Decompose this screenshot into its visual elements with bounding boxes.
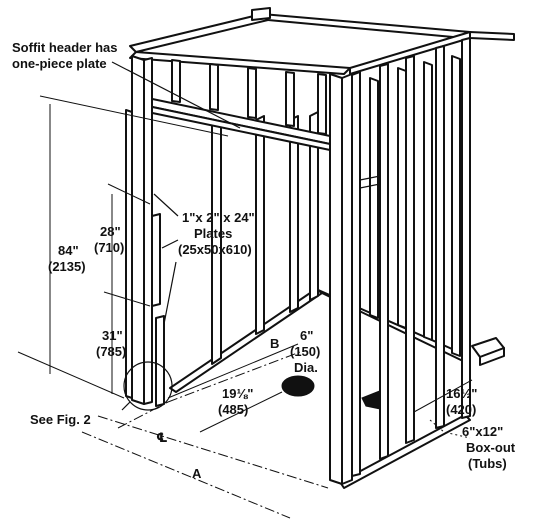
soffit-label-1: Soffit header has (12, 40, 117, 55)
boxout-label-2: Box-out (466, 440, 516, 455)
dim-16-mm-label: (420) (446, 402, 476, 417)
dim-19-mm-label: (485) (218, 402, 248, 417)
soffit-header (137, 59, 331, 151)
dim-31-mm-label: (785) (96, 344, 126, 359)
dim-16-label: 16½" (446, 386, 477, 401)
dim-a-label: A (192, 466, 202, 481)
left-corner-post (125, 55, 165, 407)
back-left-wall (211, 111, 319, 365)
plates-label-1: 1"x 2" x 24" (182, 210, 255, 225)
dim-19-label: 19⅛" (222, 386, 253, 401)
centerline-label: ℄ (156, 430, 168, 445)
dimension-lines (17, 95, 473, 519)
back-right-wall (369, 55, 461, 357)
dim-b-label: B (270, 336, 279, 351)
boxout-label-3: (Tubs) (468, 456, 507, 471)
front-right-wall (351, 37, 471, 477)
front-right-post (329, 73, 353, 485)
dim-31-label: 31" (102, 328, 123, 343)
fig2-circle (123, 361, 173, 411)
dim-84-label: 84" (58, 243, 79, 258)
soffit-label-2: one-piece plate (12, 56, 107, 71)
dim-28-mm-label: (710) (94, 240, 124, 255)
labels: Soffit header has one-piece plate 1"x 2"… (12, 40, 516, 481)
drain-label-1: 6" (300, 328, 313, 343)
drain-label-2: (150) (290, 344, 320, 359)
leader-lines (111, 61, 471, 439)
plate-upper (151, 213, 161, 307)
plate-lower (155, 315, 165, 407)
plates-label-2: Plates (194, 226, 232, 241)
drain-label-3: Dia. (294, 360, 318, 375)
boxout-label-1: 6"x12" (462, 424, 503, 439)
plates-label-3: (25x50x610) (178, 242, 252, 257)
dim-84-mm-label: (2135) (48, 259, 86, 274)
drain-hole (281, 375, 315, 397)
see-fig-label: See Fig. 2 (30, 412, 91, 427)
dim-28-label: 28" (100, 224, 121, 239)
